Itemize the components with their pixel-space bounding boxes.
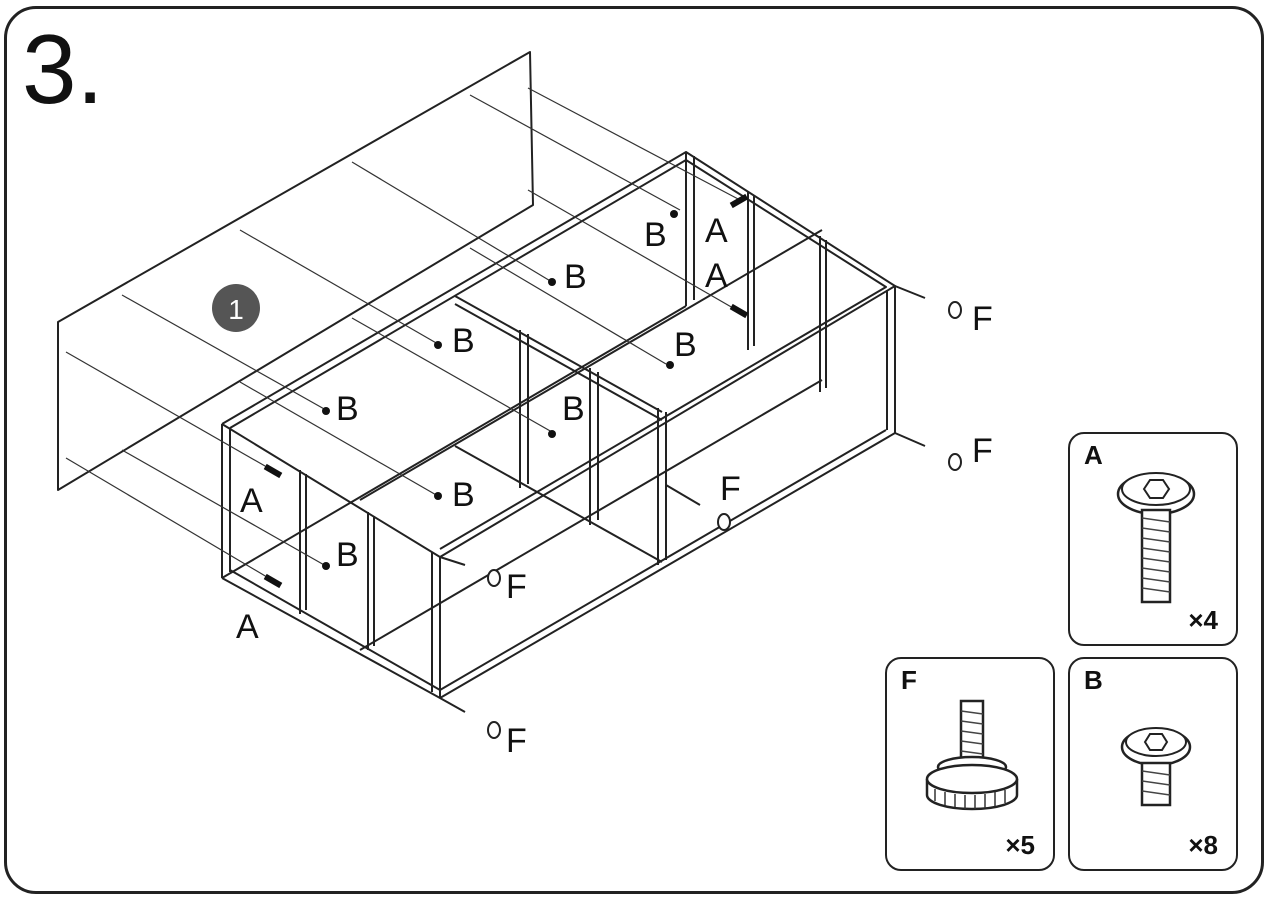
panel-callout-number: 1 xyxy=(228,294,244,325)
label-f: F xyxy=(972,432,993,470)
label-a: A xyxy=(240,482,263,520)
back-panel xyxy=(57,51,534,491)
step-number: 3. xyxy=(22,14,104,124)
label-b: B xyxy=(452,476,475,514)
part-letter: F xyxy=(901,665,917,695)
screw-a-icon xyxy=(1116,472,1196,604)
leveling-foot-f-icon xyxy=(925,699,1019,811)
label-b: B xyxy=(674,326,697,364)
label-f: F xyxy=(972,300,993,338)
part-letter: B xyxy=(1084,665,1103,695)
page-frame xyxy=(4,6,1264,894)
label-f: F xyxy=(720,470,741,508)
part-box-a: A ×4 xyxy=(1068,432,1238,646)
part-box-b: B ×8 xyxy=(1068,657,1238,871)
label-b: B xyxy=(336,536,359,574)
screw-b-icon xyxy=(1120,727,1192,807)
panel-callout-badge xyxy=(212,284,260,332)
label-a: A xyxy=(236,608,259,646)
label-a: A xyxy=(705,212,728,250)
part-letter: A xyxy=(1084,440,1103,470)
label-a: A xyxy=(705,257,728,295)
label-f: F xyxy=(506,722,527,760)
label-b: B xyxy=(336,390,359,428)
part-quantity: ×5 xyxy=(1005,830,1035,860)
label-f: F xyxy=(506,568,527,606)
label-b: B xyxy=(644,216,667,254)
part-quantity: ×8 xyxy=(1188,830,1218,860)
frame-top-inner xyxy=(229,159,887,550)
label-b: B xyxy=(562,390,585,428)
frame-bottom-inner xyxy=(229,429,887,691)
label-b: B xyxy=(564,258,587,296)
label-b: B xyxy=(452,322,475,360)
part-box-f: F ×5 xyxy=(885,657,1055,871)
part-quantity: ×4 xyxy=(1188,605,1218,635)
